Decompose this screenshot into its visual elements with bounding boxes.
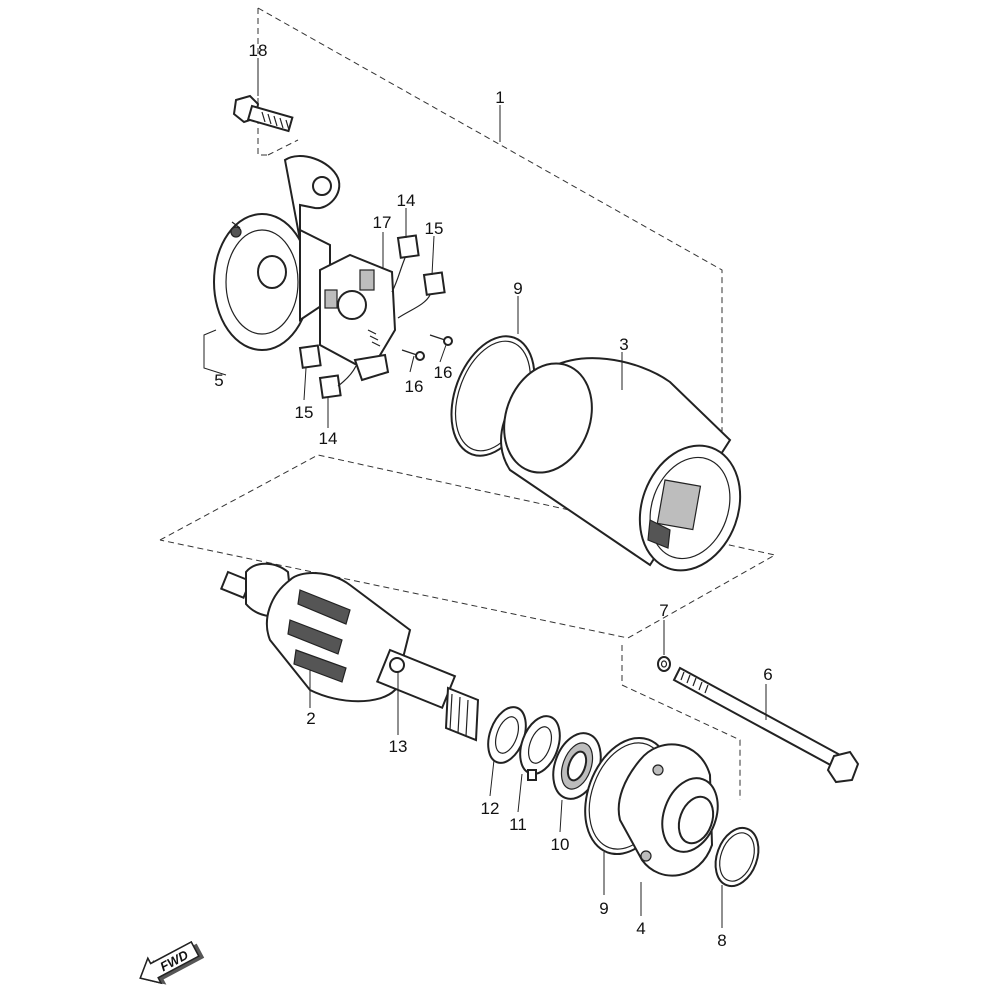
callout-2: 2 (306, 709, 315, 728)
callout-4: 4 (636, 919, 645, 938)
callout-7: 7 (659, 601, 668, 620)
callout-6: 6 (763, 665, 772, 684)
washer-part-11 (519, 715, 561, 781)
brush-holder (319, 253, 397, 382)
callout-18: 18 (249, 41, 268, 60)
leader-lines (203, 58, 767, 928)
callout-12: 12 (481, 799, 500, 818)
callout-9-upper: 9 (513, 279, 522, 298)
armature-part-2 (219, 562, 480, 742)
callout-17: 17 (373, 213, 392, 232)
callout-13: 13 (389, 737, 408, 756)
yoke-housing-part-3 (500, 357, 742, 572)
callout-3: 3 (619, 335, 628, 354)
through-bolt-part-6 (672, 666, 860, 784)
screw-part-16-a (429, 334, 453, 346)
end-cover-part-5 (213, 155, 341, 351)
brush-part-15-lower (298, 344, 322, 369)
seal-part-10 (552, 732, 602, 800)
callout-labels: 18 1 14 17 15 9 3 5 16 16 15 14 7 6 2 13… (214, 41, 772, 950)
front-cover-part-4 (617, 743, 719, 877)
o-ring-part-8 (714, 826, 760, 888)
brush-part-15-upper (397, 271, 446, 319)
callout-8: 8 (717, 931, 726, 950)
callout-5: 5 (214, 371, 223, 390)
screw-part-16-b (401, 349, 425, 361)
assembly-group-outline (159, 7, 777, 800)
brush-part-14-upper (391, 234, 420, 293)
brush-part-14-lower (318, 365, 357, 399)
bolt-part-18 (232, 94, 294, 133)
callout-15-upper: 15 (425, 219, 444, 238)
callout-14-lower: 14 (319, 429, 338, 448)
fwd-arrow-icon: FWD (139, 940, 205, 985)
callout-10: 10 (551, 835, 570, 854)
washer-part-7 (657, 656, 671, 672)
callout-15-lower: 15 (295, 403, 314, 422)
washer-part-13 (389, 657, 405, 673)
callout-11: 11 (509, 815, 527, 834)
callout-9-lower: 9 (599, 899, 608, 918)
callout-16-left: 16 (405, 377, 424, 396)
washer-part-12 (487, 706, 527, 764)
callout-16-right: 16 (434, 363, 453, 382)
callout-1: 1 (495, 88, 504, 107)
callout-14-upper: 14 (397, 191, 416, 210)
